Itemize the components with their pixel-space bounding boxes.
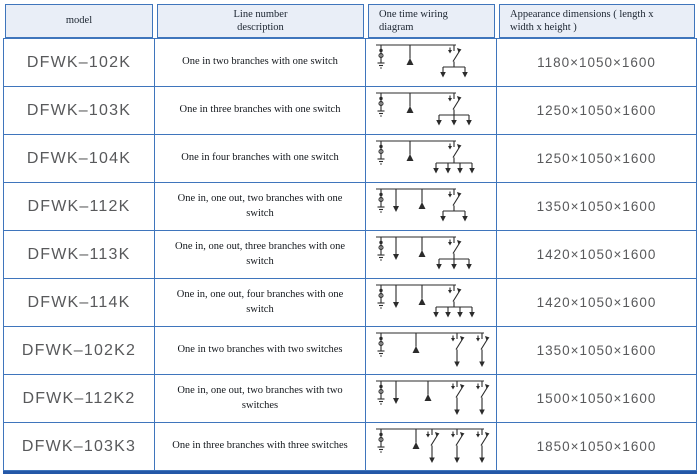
diagram-cell: [366, 135, 497, 182]
description-cell: One in four branches with one switch: [155, 135, 366, 182]
model-cell: DFWK–102K: [4, 39, 155, 86]
dimensions-cell: 1350×1050×1600: [536, 199, 657, 214]
model-cell: DFWK–102K2: [4, 327, 155, 374]
description-cell: One in, one out, three branches with one…: [155, 231, 366, 278]
wiring-diagram: [376, 331, 490, 367]
model-cell: DFWK–103K: [4, 87, 155, 134]
dimensions-cell: 1250×1050×1600: [536, 103, 657, 118]
model-cell: DFWK–112K2: [4, 375, 155, 422]
dimensions-cell: 1420×1050×1600: [536, 295, 657, 310]
wiring-diagram: [376, 427, 490, 463]
header-wiring-diagram: One time wiring diagram: [368, 4, 495, 38]
spec-table: model Line number description One time w…: [3, 4, 697, 474]
model-cell: DFWK–103K3: [4, 423, 155, 470]
dimensions-cell: 1250×1050×1600: [536, 151, 657, 166]
dimensions-cell: 1180×1050×1600: [537, 55, 656, 70]
model-cell: DFWK–112K: [4, 183, 155, 230]
wiring-diagram: [376, 91, 472, 125]
diagram-cell: [366, 231, 497, 278]
wiring-diagram: [376, 139, 475, 173]
description-cell: One in three branches with three switche…: [155, 423, 366, 470]
diagram-cell: [366, 87, 497, 134]
table-header-row: model Line number description One time w…: [3, 4, 697, 38]
diagram-cell: [366, 327, 497, 374]
wiring-diagram: [376, 379, 490, 415]
wiring-diagram: [376, 283, 475, 317]
dimensions-cell: 1850×1050×1600: [536, 439, 657, 454]
description-cell: One in two branches with one switch: [155, 39, 366, 86]
description-cell: One in three branches with one switch: [155, 87, 366, 134]
description-cell: One in, one out, two branches with two s…: [155, 375, 366, 422]
description-cell: One in, one out, two branches with one s…: [155, 183, 366, 230]
description-cell: One in two branches with two switches: [155, 327, 366, 374]
dimensions-cell: 1500×1050×1600: [536, 391, 657, 406]
diagram-cell: [366, 39, 497, 86]
model-cell: DFWK–114K: [4, 279, 155, 326]
description-cell: One in, one out, four branches with one …: [155, 279, 366, 326]
dimensions-cell: 1420×1050×1600: [536, 247, 657, 262]
header-appearance-dimensions: Appearance dimensions ( length x width x…: [499, 4, 695, 38]
model-cell: DFWK–113K: [4, 231, 155, 278]
table-bottom-border: [3, 471, 697, 474]
wiring-diagram: [376, 43, 468, 77]
diagram-cell: [366, 183, 497, 230]
diagram-cell: [366, 423, 497, 470]
wiring-diagram: [376, 187, 468, 221]
diagram-cell: [366, 279, 497, 326]
diagram-cell: [366, 375, 497, 422]
model-cell: DFWK–104K: [4, 135, 155, 182]
header-model: model: [5, 4, 153, 38]
wiring-diagram: [376, 235, 472, 269]
dimensions-cell: 1350×1050×1600: [536, 343, 657, 358]
header-line-number-description: Line number description: [157, 4, 364, 38]
